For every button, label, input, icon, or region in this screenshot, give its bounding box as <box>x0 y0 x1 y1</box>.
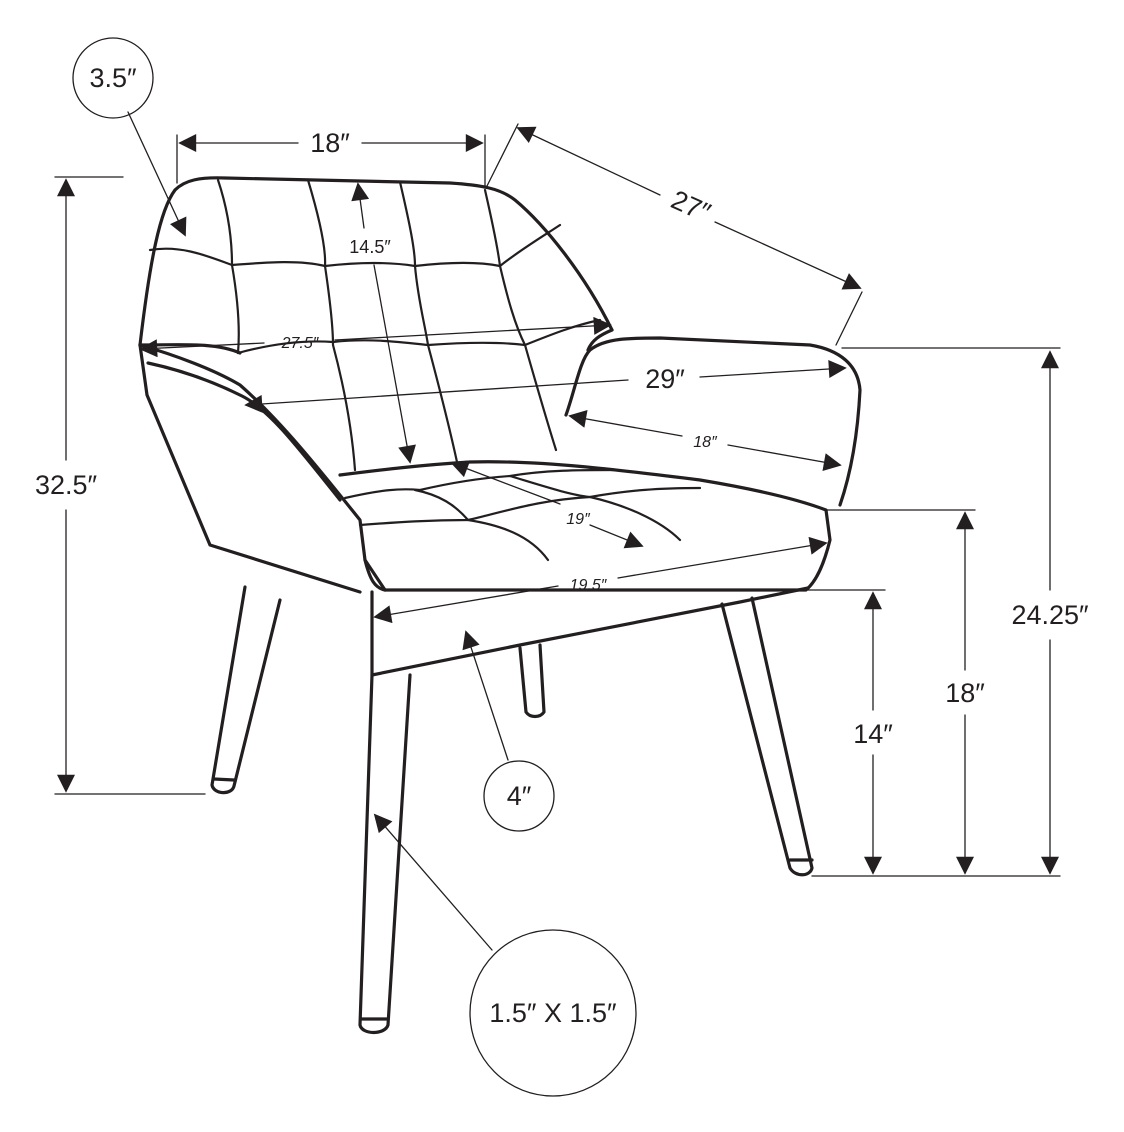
label-depth: 27″ <box>667 184 716 228</box>
label-leg-height: 14″ <box>853 719 893 749</box>
label-back-width: 18″ <box>310 128 350 158</box>
label-seat-height: 18″ <box>945 678 985 708</box>
label-arm-length: 18″ <box>693 434 718 451</box>
label-overall-height: 32.5″ <box>35 470 98 500</box>
label-overall-width: 29″ <box>645 364 685 394</box>
label-back-cushion-thickness: 3.5″ <box>89 63 137 93</box>
label-leg-size: 1.5″ X 1.5″ <box>489 998 617 1028</box>
label-arm-height: 24.25″ <box>1011 600 1089 630</box>
leg-size-callout <box>469 929 637 1097</box>
label-seat-depth: 19″ <box>566 511 591 528</box>
back-thickness-callout <box>72 37 154 119</box>
seat-thickness-callout <box>483 760 555 832</box>
label-inner-width-back: 27.5″ <box>281 335 320 352</box>
tufting <box>148 178 702 562</box>
label-back-height: 14.5″ <box>349 237 391 257</box>
dimension-lines <box>54 111 1061 951</box>
label-seat-width: 19.5″ <box>570 577 608 594</box>
chair-body <box>138 176 862 1035</box>
label-seat-thickness: 4″ <box>507 781 532 811</box>
